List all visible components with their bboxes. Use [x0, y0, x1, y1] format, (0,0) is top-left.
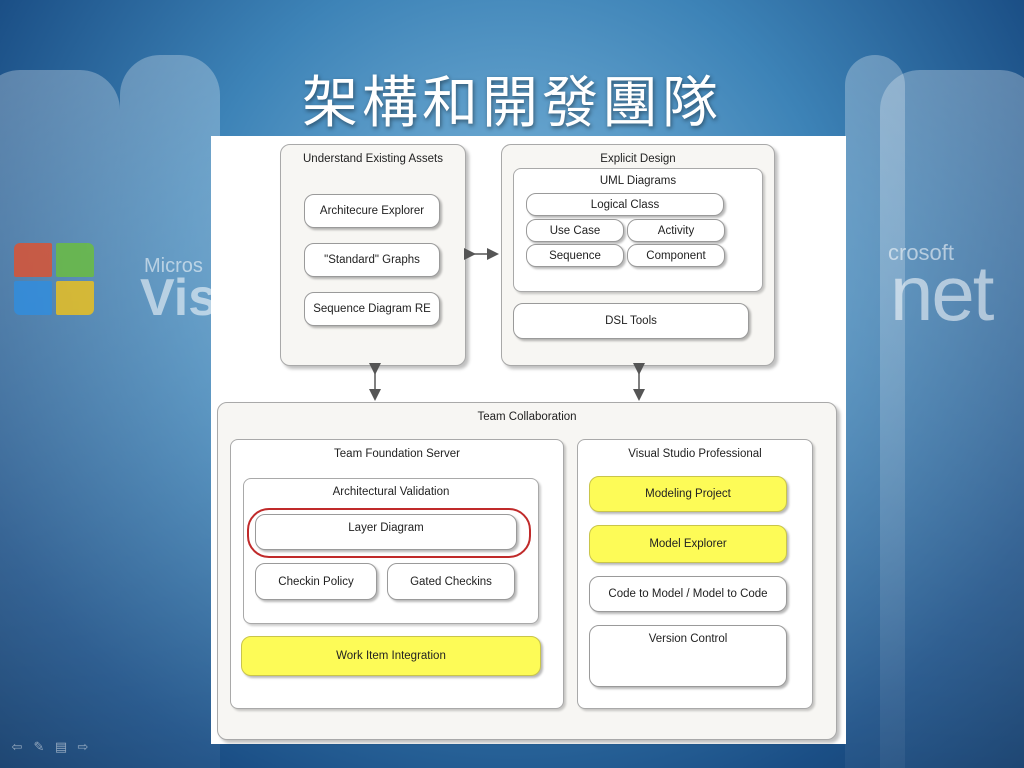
uml-diagrams-title: UML Diagrams: [599, 175, 677, 187]
version-control-item: Version Control: [589, 625, 787, 687]
architectural-validation-title: Architectural Validation: [332, 486, 450, 498]
background-panel-left: [0, 70, 120, 768]
windows-logo: [14, 243, 94, 315]
background-logo-big-left: Vis: [140, 269, 218, 327]
connector-arrows: [369, 248, 645, 401]
visual-studio-professional-title: Visual Studio Professional: [628, 448, 762, 460]
team-collaboration-title: Team Collaboration: [477, 411, 577, 423]
layer-diagram-highlight: [247, 508, 531, 558]
menu-icon[interactable]: ▤: [54, 740, 68, 755]
code-to-model-item: Code to Model / Model to Code: [589, 576, 787, 612]
work-item-integration-item: Work Item Integration: [241, 636, 541, 676]
pen-icon[interactable]: ✎: [33, 740, 45, 755]
slide-title: 架構和開發團隊: [302, 71, 722, 136]
gated-checkins-item: Gated Checkins: [387, 563, 515, 600]
modeling-project-item: Modeling Project: [589, 476, 787, 512]
component-item: Component: [627, 244, 725, 267]
sequence-diagram-re-item: Sequence Diagram RE: [304, 292, 440, 326]
forward-arrow-icon[interactable]: ⇨: [77, 740, 89, 755]
understand-existing-assets-title: Understand Existing Assets: [303, 153, 443, 165]
background-panel-right: [880, 70, 1024, 768]
architecture-diagram: Understand Existing Assets Architecure E…: [211, 136, 846, 744]
standard-graphs-item: "Standard" Graphs: [304, 243, 440, 277]
explicit-design-title: Explicit Design: [600, 153, 676, 165]
use-case-item: Use Case: [526, 219, 624, 242]
slide-nav-controls: ⇦ ✎ ▤ ⇨: [10, 740, 90, 755]
checkin-policy-item: Checkin Policy: [255, 563, 377, 600]
model-explorer-item: Model Explorer: [589, 525, 787, 563]
team-foundation-server-title: Team Foundation Server: [334, 448, 460, 460]
layer-diagram-item: Layer Diagram: [255, 514, 517, 550]
activity-item: Activity: [627, 219, 725, 242]
dsl-tools-item: DSL Tools: [513, 303, 749, 339]
background-logo-text-left: Micros: [144, 255, 203, 277]
architecture-explorer-item: Architecure Explorer: [304, 194, 440, 228]
background-logo-big-right: net: [890, 249, 994, 337]
background-logo-text-right: crosoft: [888, 240, 955, 265]
back-arrow-icon[interactable]: ⇦: [11, 740, 23, 755]
background-panel-right-inner: [845, 55, 905, 768]
sequence-item: Sequence: [526, 244, 624, 267]
background-panel-left-inner: [120, 55, 220, 768]
logical-class-item: Logical Class: [526, 193, 724, 216]
